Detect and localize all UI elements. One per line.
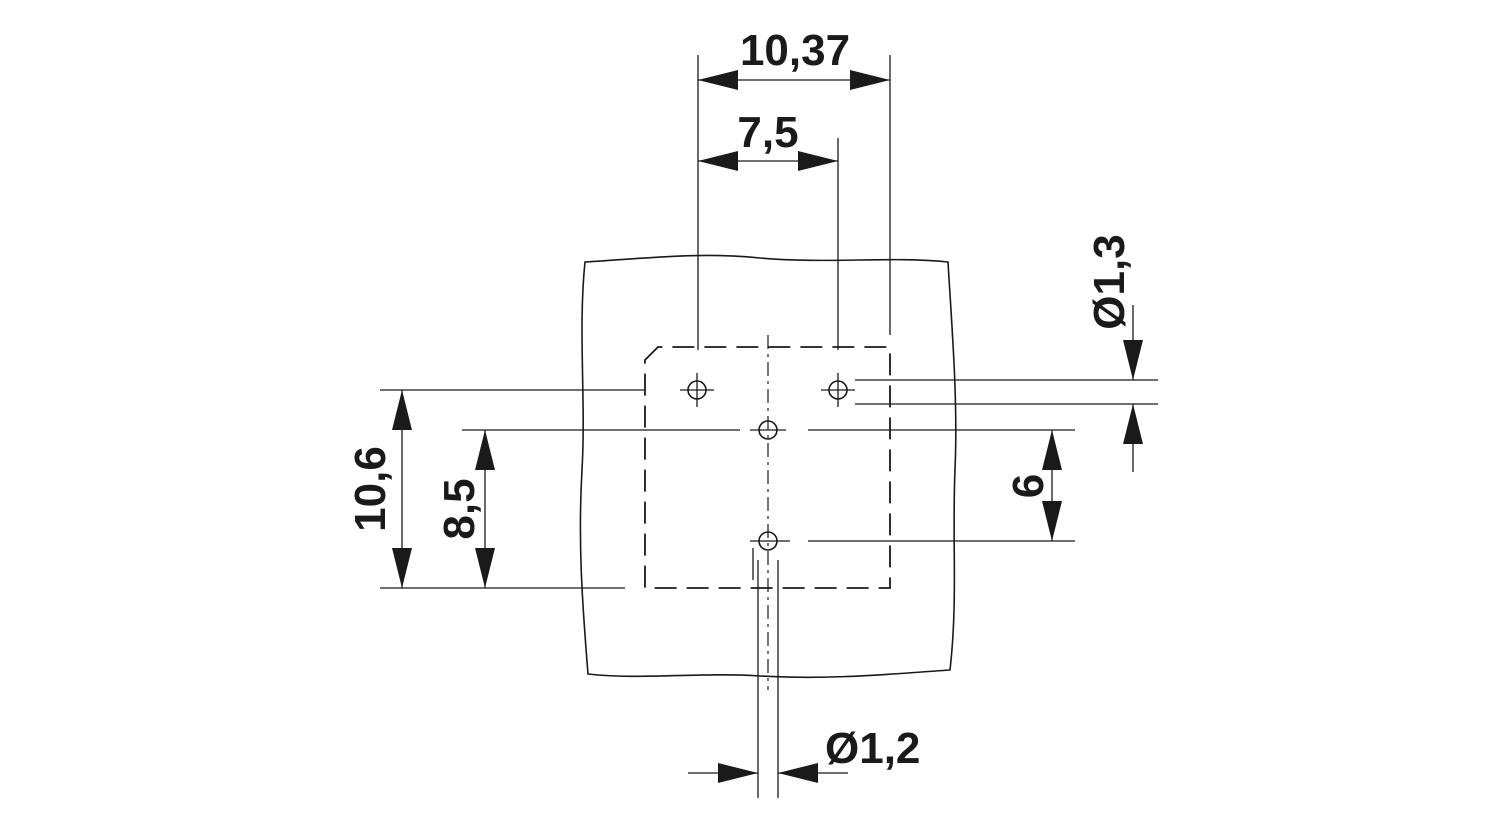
dim-pin-spacing: 6 bbox=[1004, 474, 1053, 498]
dim-hole-diameter-small: Ø1,2 bbox=[825, 724, 920, 773]
dim-hole-diameter-large: Ø1,3 bbox=[1085, 234, 1134, 329]
pin-hole-bottom bbox=[750, 531, 790, 580]
mounting-hole-left bbox=[680, 373, 714, 407]
mounting-hole-right bbox=[821, 373, 855, 407]
dim-height-total: 10,6 bbox=[346, 446, 395, 532]
dim-height-inner: 8,5 bbox=[435, 478, 484, 539]
dim-width-inner: 7,5 bbox=[737, 108, 798, 157]
board-outline bbox=[579, 254, 957, 679]
dim-width-outer: 10,37 bbox=[740, 26, 850, 75]
